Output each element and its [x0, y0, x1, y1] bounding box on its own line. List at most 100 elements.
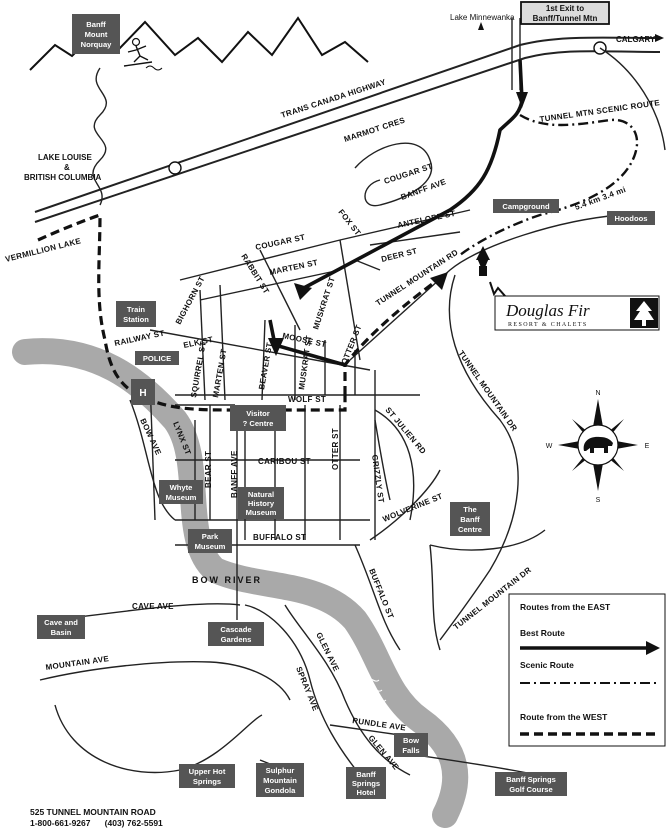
svg-text:? Centre: ? Centre [243, 419, 274, 428]
label-banff-ave-lower: BANFF AVE [230, 450, 239, 498]
legend-best-label: Best Route [520, 628, 565, 638]
svg-text:Gardens: Gardens [221, 635, 252, 644]
svg-text:Cascade: Cascade [220, 625, 251, 634]
svg-text:Station: Station [123, 315, 149, 324]
best-route [299, 59, 524, 292]
compass-rose-icon: N S E W [546, 390, 650, 504]
place-train-station: Train Station [116, 301, 156, 327]
trans-canada-highway-north [34, 36, 661, 213]
label-cougar-lower: COUGAR ST [255, 233, 306, 252]
svg-text:Centre: Centre [458, 525, 482, 534]
svg-text:Park: Park [202, 532, 219, 541]
label-british-columbia: BRITISH COLUMBIA [24, 173, 102, 182]
place-upper-hot-springs: Upper Hot Springs [179, 764, 235, 788]
svg-text:The: The [463, 505, 477, 514]
svg-text:Norquay: Norquay [81, 40, 113, 49]
svg-text:Hotel: Hotel [357, 788, 376, 797]
svg-text:1st Exit to: 1st Exit to [546, 4, 584, 13]
svg-text:Campground: Campground [502, 202, 550, 211]
label-grizzly: GRIZZLY ST [370, 454, 386, 504]
svg-text:E: E [645, 443, 650, 450]
svg-text:Springs: Springs [352, 779, 380, 788]
svg-text:Golf Course: Golf Course [509, 785, 552, 794]
label-tunnel-mountain-dr-upper: TUNNEL MOUNTAIN DR [456, 349, 519, 433]
label-tunnel-scenic: TUNNEL MTN SCENIC ROUTE [539, 98, 661, 124]
best-route-arrow-2 [294, 283, 312, 300]
place-cave-basin: Cave and Basin [37, 615, 85, 639]
footer-address: 525 TUNNEL MOUNTAIN ROAD [30, 807, 156, 817]
chalet-icon [476, 246, 490, 276]
svg-text:Gondola: Gondola [265, 786, 297, 795]
svg-text:Cave and: Cave and [44, 618, 78, 627]
svg-text:Banff: Banff [86, 20, 106, 29]
label-st-julien: ST JULIEN RD [383, 406, 427, 456]
svg-text:Bow: Bow [403, 736, 419, 745]
svg-text:Douglas Fir: Douglas Fir [505, 301, 590, 320]
place-hospital: H [131, 379, 155, 405]
label-marten-upper: MARTEN ST [269, 258, 319, 277]
label-marmot: MARMOT CRES [343, 116, 407, 144]
label-bear: BEAR ST [204, 451, 213, 488]
arrow-up-icon [478, 22, 484, 30]
place-sulphur-gondola: Sulphur Mountain Gondola [256, 763, 304, 797]
label-deer: DEER ST [380, 246, 418, 264]
label-fox: FOX ST [336, 208, 362, 238]
svg-text:N: N [595, 390, 600, 397]
place-norquay: Banff Mount Norquay [72, 14, 120, 54]
svg-text:Upper Hot: Upper Hot [189, 767, 226, 776]
svg-text:S: S [596, 497, 601, 504]
label-antelope: ANTELOPE ST [397, 209, 457, 230]
place-police: POLICE [135, 351, 179, 365]
place-hoodoos: Hoodoos [607, 211, 655, 225]
place-natural-history: Natural History Museum [238, 487, 284, 519]
legend-west-label: Route from the WEST [520, 712, 608, 722]
place-whyte-museum: Whyte Museum [159, 480, 203, 504]
legend-scenic-label: Scenic Route [520, 660, 574, 670]
scenic-route [459, 113, 639, 256]
bear-icon [583, 436, 613, 453]
svg-text:Banff/Tunnel Mtn: Banff/Tunnel Mtn [533, 14, 598, 23]
svg-text:RESORT & CHALETS: RESORT & CHALETS [508, 322, 588, 328]
label-trans-canada: TRANS CANADA HIGHWAY [280, 77, 388, 120]
label-caribou: CARIBOU ST [258, 457, 311, 466]
svg-text:Natural: Natural [248, 490, 274, 499]
best-route-arrow [516, 92, 528, 108]
falls-icon [354, 678, 387, 702]
label-banff-ave-upper: BANFF AVE [400, 177, 448, 202]
minnewanka-road [511, 18, 521, 90]
label-vermillion: VERMILLION LAKE [4, 236, 82, 264]
svg-text:Museum: Museum [246, 508, 277, 517]
skier-icon [123, 37, 163, 71]
svg-text:Museum: Museum [195, 542, 226, 551]
exit-sign: 1st Exit to Banff/Tunnel Mtn [520, 1, 610, 25]
label-distance: 5.4 km 3.4 mi [574, 185, 628, 212]
route-legend: Routes from the EAST Best Route Scenic R… [508, 593, 666, 747]
label-calgary: CALGARY [616, 35, 656, 44]
svg-text:Visitor: Visitor [246, 409, 270, 418]
svg-text:Hoodoos: Hoodoos [615, 214, 648, 223]
svg-text:Springs: Springs [193, 777, 221, 786]
fir-tree-icon [630, 298, 658, 328]
label-beaver: BEAVER ST [257, 342, 274, 391]
label-railway: RAILWAY ST [114, 329, 166, 348]
calgary-road [599, 47, 666, 151]
trans-canada-highway-south [34, 50, 661, 223]
footer-phone: 1-800-661-9267 (403) 762-5591 [30, 818, 163, 828]
label-lake-minnewanka: Lake Minnewanka [450, 13, 515, 22]
place-campground: Campground [493, 199, 559, 213]
svg-text:W: W [546, 443, 553, 450]
label-and-sign: & [64, 163, 70, 172]
label-cave-ave: CAVE AVE [132, 602, 174, 611]
svg-text:Train: Train [127, 305, 146, 314]
place-cascade-gardens: Cascade Gardens [208, 622, 264, 646]
svg-text:Whyte: Whyte [170, 483, 193, 492]
place-banff-centre: The Banff Centre [450, 502, 490, 536]
svg-text:History: History [248, 499, 275, 508]
label-marten-lower: MARTEN ST [211, 348, 228, 398]
svg-text:Mount: Mount [85, 30, 108, 39]
route-from-west [37, 212, 347, 412]
best-route-arrow-3 [268, 338, 284, 356]
place-park-museum: Park Museum [188, 529, 232, 553]
west-route-arrow [430, 272, 448, 290]
